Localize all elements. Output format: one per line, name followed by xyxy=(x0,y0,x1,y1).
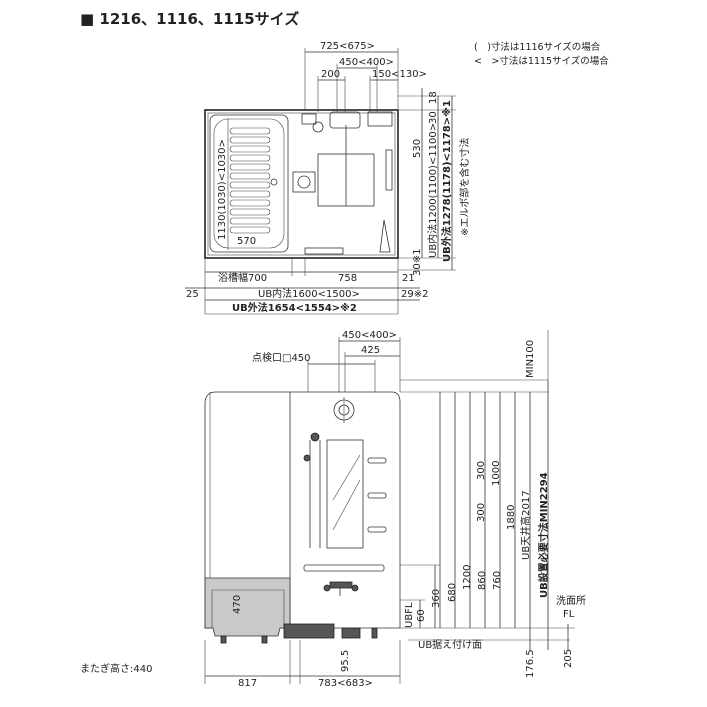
shelf-top xyxy=(367,457,387,464)
support-legs xyxy=(220,623,378,644)
dim-1880: 1880 xyxy=(506,505,517,530)
dim-30-bottom: 30※1 xyxy=(412,249,423,276)
label-ubfl: UBFL xyxy=(404,602,415,628)
dim-30-top: 30 xyxy=(428,111,439,124)
dim-783: 783<683> xyxy=(318,678,373,689)
dim-150: 150<130> xyxy=(372,69,427,80)
note-1116: ( )寸法は1116サイズの場合 xyxy=(474,41,601,53)
dim-95-5: 95.5 xyxy=(340,650,351,672)
dim-450-plan: 450<400> xyxy=(339,57,394,68)
dim-450-elev: 450<400> xyxy=(342,330,397,341)
dim-205: 205 xyxy=(563,649,574,668)
counter xyxy=(303,564,385,572)
inspection-hatch-label: 点検口□450 xyxy=(252,351,311,364)
dim-ub-outer-depth: UB外法1278(1178)<1178>※1 xyxy=(440,100,453,262)
dim-60: 60 xyxy=(416,609,427,622)
drain-plan xyxy=(292,171,316,193)
tub-grip-pattern xyxy=(229,127,271,234)
mirror xyxy=(326,439,364,549)
label-fl: FL xyxy=(563,609,575,620)
dim-required: UB設置必要寸法MIN2294 xyxy=(537,472,550,598)
dim-860: 860 xyxy=(477,571,488,590)
dim-ub-outer-width: UB外法1654<1554>※2 xyxy=(232,301,357,314)
dim-760: 760 xyxy=(492,571,503,590)
elevation-view: 450<400> 425 点検口□450 470 xyxy=(80,330,586,689)
dim-570: 570 xyxy=(237,236,256,247)
shelf-bottom xyxy=(367,526,387,533)
dim-425: 425 xyxy=(361,345,380,356)
dim-1200: 1200 xyxy=(462,565,473,590)
shower-head-icon xyxy=(310,432,320,442)
bathtub-plan xyxy=(209,114,289,253)
dim-725: 725<675> xyxy=(320,41,375,52)
shelf-middle xyxy=(367,492,387,499)
vertical-dimensions xyxy=(400,330,575,650)
dim-ceiling: UB天井高2017 xyxy=(519,490,532,560)
dim-1000: 1000 xyxy=(491,461,502,486)
bathtub-elevation xyxy=(204,577,291,637)
dim-tub-width: 浴槽幅700 xyxy=(218,271,267,284)
dim-ub-inner-width: UB内法1600<1500> xyxy=(258,287,360,300)
ub-shell xyxy=(204,391,401,629)
drawing-title: ■ 1216、1116、1115サイズ xyxy=(80,10,299,28)
dim-21: 21 xyxy=(402,273,415,284)
label-ub-mount: UB据え付け面 xyxy=(418,638,482,651)
faucet-icon xyxy=(323,581,359,596)
straddle-height: またぎ高さ:440 xyxy=(80,662,152,675)
dim-min100: MIN100 xyxy=(525,340,536,378)
dim-300-a: 300 xyxy=(476,461,487,480)
note-1115: < >寸法は1115サイズの場合 xyxy=(474,55,609,67)
dim-680: 680 xyxy=(447,583,458,602)
dim-530: 530 xyxy=(412,139,423,158)
dim-18: 18 xyxy=(428,91,439,104)
dim-tub-470: 470 xyxy=(232,595,243,614)
dim-ub-inner-depth: UB内法1200(1100)<1100> xyxy=(426,123,439,258)
dim-200: 200 xyxy=(321,69,340,80)
dim-29: 29※2 xyxy=(401,289,428,300)
note-elbow: ※エルボ部を含む寸法 xyxy=(458,138,471,236)
dim-360: 360 xyxy=(431,589,442,608)
dim-758: 758 xyxy=(338,273,357,284)
dim-817: 817 xyxy=(238,678,257,689)
label-washroom: 洗面所 xyxy=(556,595,586,607)
dim-25: 25 xyxy=(186,289,199,300)
dim-300-b: 300 xyxy=(476,503,487,522)
plan-view: 725<675> 450<400> 200 150<130> 18 30 530… xyxy=(185,41,471,315)
dim-1130: 1130(1030)<1030> xyxy=(217,139,228,240)
dim-176-5: 176.5 xyxy=(525,649,536,678)
